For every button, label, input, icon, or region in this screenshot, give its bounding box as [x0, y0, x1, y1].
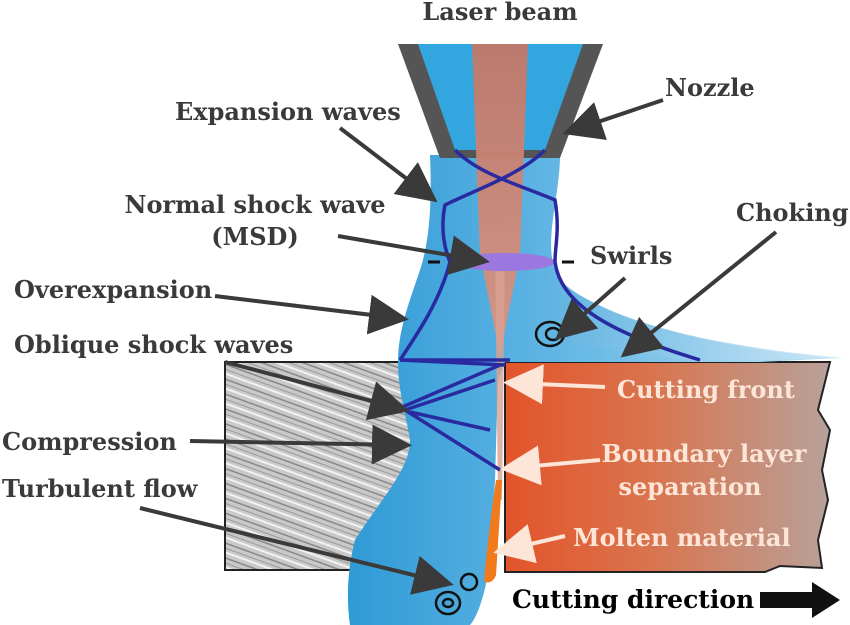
- arrow-choking: [620, 230, 778, 358]
- label-choking: Choking: [736, 198, 849, 227]
- label-separation: separation: [619, 472, 762, 501]
- label-cutting-front: Cutting front: [617, 375, 795, 404]
- arrow-nozzle: [562, 98, 664, 141]
- jet-tail: [545, 270, 845, 362]
- label-normal-shock: Normal shock wave: [125, 190, 386, 219]
- arrow-compression: [189, 424, 412, 465]
- label-laser-beam: Laser beam: [422, 0, 577, 26]
- label-msd: (MSD): [211, 222, 298, 251]
- arrow-normal-shock: [337, 234, 490, 275]
- laser-beam: [472, 44, 528, 355]
- label-expansion-waves: Expansion waves: [175, 97, 401, 126]
- arrow-overexpansion: [214, 294, 409, 335]
- annotation-arrows-light: [493, 364, 606, 564]
- label-swirls: Swirls: [590, 241, 672, 270]
- cutting-direction-arrow: [760, 582, 840, 618]
- annotation-arrows: [139, 98, 778, 595]
- molten-layer: [484, 480, 502, 583]
- label-turbulent-flow: Turbulent flow: [2, 474, 199, 503]
- shock-lines: [398, 148, 701, 472]
- mach-disc: [455, 253, 555, 271]
- label-oblique-shock: Oblique shock waves: [14, 330, 293, 359]
- arrow-swirls: [555, 276, 627, 340]
- label-molten-material: Molten material: [573, 523, 791, 552]
- workpiece: [504, 361, 832, 573]
- label-nozzle: Nozzle: [665, 73, 755, 102]
- label-overexpansion: Overexpansion: [14, 275, 212, 304]
- label-compression: Compression: [2, 427, 177, 456]
- turbulence-icon: [434, 572, 479, 616]
- arrow-oblique: [224, 360, 410, 421]
- arrow-turbulent: [139, 506, 454, 595]
- label-boundary-layer: Boundary layer: [602, 439, 807, 468]
- arrow-cutting-front: [503, 364, 606, 405]
- arrow-expansion: [338, 126, 438, 203]
- arrow-boundary: [500, 445, 601, 486]
- arrow-molten: [493, 524, 566, 564]
- beam-in-kerf: [495, 255, 505, 500]
- label-cutting-direction: Cutting direction: [512, 585, 754, 614]
